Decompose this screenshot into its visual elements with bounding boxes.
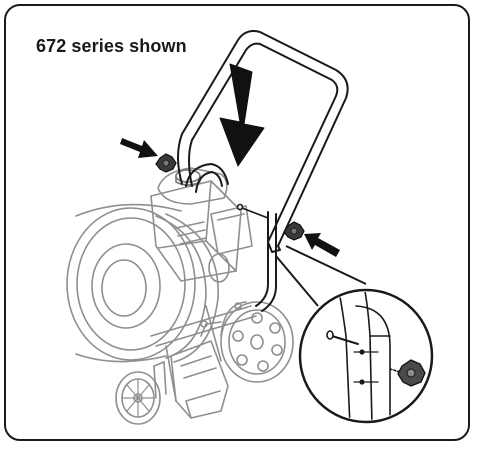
- fuel-tank: [157, 167, 228, 205]
- figure-caption: 672 series shown: [36, 36, 187, 56]
- upper-handle: [177, 30, 349, 253]
- down-arrow-icon: [219, 63, 265, 167]
- blower-machine: [66, 167, 294, 425]
- callout-lines: [275, 245, 367, 307]
- assembly-illustration: [66, 30, 434, 425]
- bolt-icon: [236, 203, 269, 219]
- discharge-chute: [170, 340, 229, 419]
- magnifier-callout: [298, 288, 434, 424]
- front-wheel: [115, 371, 161, 425]
- rear-wheel: [220, 301, 294, 383]
- left-arrow-icon: [304, 233, 340, 257]
- zoom-knob-icon: [397, 359, 426, 387]
- figure-frame: 672 series shown: [4, 4, 470, 441]
- fan-housing: [66, 207, 196, 361]
- right-arrow-icon: [120, 138, 158, 158]
- right-knob-icon: [283, 221, 305, 241]
- left-knob-icon: [155, 153, 177, 173]
